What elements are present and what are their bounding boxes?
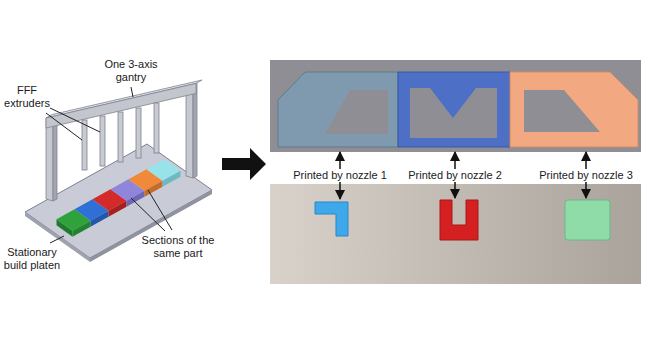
- gantry-post: [46, 118, 53, 201]
- part-section: [127, 191, 145, 207]
- printed-part: [278, 72, 398, 147]
- leader-line: [46, 113, 82, 140]
- part-label: One 3-axis gantry: [98, 58, 164, 84]
- printed-part: [315, 202, 348, 236]
- process-arrow: [222, 148, 266, 180]
- fff-extruder: [82, 120, 87, 170]
- fff-extruder: [136, 108, 141, 158]
- gantry-post: [193, 82, 197, 178]
- printed-part: [398, 72, 510, 147]
- part-hole: [325, 90, 388, 134]
- part-section: [163, 171, 181, 187]
- photo-top: [270, 60, 641, 152]
- part-hole: [410, 88, 497, 138]
- gantry-post: [186, 84, 193, 178]
- leader-line: [50, 236, 64, 243]
- leader-line: [50, 108, 100, 132]
- printed-part: [510, 72, 638, 147]
- part-section: [73, 221, 91, 237]
- gantry-post: [53, 116, 57, 201]
- nozzle-label: Printed by nozzle 3: [536, 169, 636, 182]
- fff-extruder: [100, 116, 105, 166]
- part-section: [91, 211, 109, 227]
- leader-line: [131, 198, 165, 231]
- photo-bottom: [270, 184, 641, 284]
- printed-part: [565, 200, 610, 240]
- fff-extruder: [118, 112, 123, 162]
- printed-part: [440, 200, 478, 240]
- part-section: [109, 201, 127, 217]
- fff-extruder: [154, 103, 159, 153]
- part-label: Sections of the same part: [140, 234, 216, 260]
- nozzle-label: Printed by nozzle 2: [405, 169, 505, 182]
- part-label: FFF extruders: [2, 84, 52, 110]
- part-section: [145, 181, 163, 197]
- leader-line: [131, 87, 133, 97]
- leader-line: [148, 190, 172, 230]
- part-label: Stationary build platen: [2, 246, 62, 272]
- part-hole: [524, 90, 600, 132]
- nozzle-label: Printed by nozzle 1: [290, 169, 390, 182]
